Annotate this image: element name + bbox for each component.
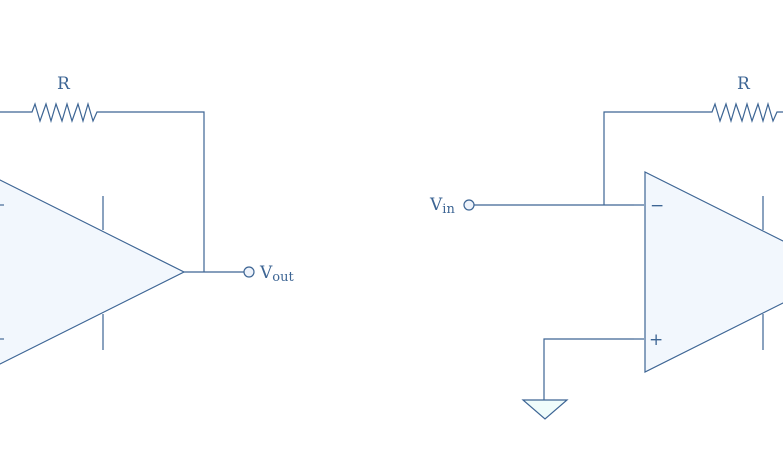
right-opamp xyxy=(644,171,783,373)
left-resistor-label: R xyxy=(57,74,71,94)
vout-terminal xyxy=(243,266,255,278)
left-feedback-wire xyxy=(0,101,205,272)
vin-terminal xyxy=(463,199,475,211)
ground-icon xyxy=(521,399,569,420)
minus-sign: − xyxy=(650,196,664,216)
right-resistor-label: R xyxy=(737,74,751,94)
vout-label: Vout xyxy=(259,263,294,285)
left-opamp xyxy=(0,179,186,365)
plus-sign: + xyxy=(649,330,663,350)
ground-wire xyxy=(543,338,634,400)
right-feedback-wire xyxy=(603,101,783,205)
vin-label: Vin xyxy=(429,195,455,217)
left-circuit: R Vout xyxy=(0,74,294,365)
right-circuit: − + R Vin xyxy=(429,74,783,420)
